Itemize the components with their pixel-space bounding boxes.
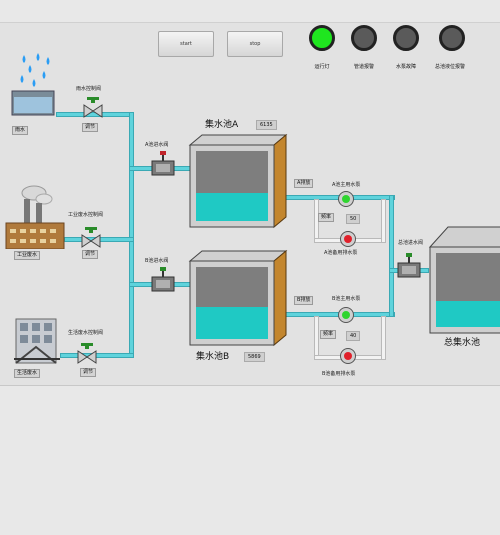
lamp-pipe-alarm bbox=[351, 25, 377, 51]
b-main-pump-icon[interactable] bbox=[338, 307, 354, 323]
factory-icon bbox=[5, 185, 65, 249]
valve-total-in-label: 总池进水阀 bbox=[398, 240, 424, 246]
b-freq-value: 40 bbox=[346, 331, 361, 341]
domestic-valve-tag: 调节 bbox=[80, 368, 97, 377]
bypass-b-return bbox=[381, 316, 386, 360]
lamp-pump-fault-label: 水泵故障 bbox=[395, 64, 416, 70]
pipe-riser bbox=[389, 195, 394, 317]
tank-a-value: 6135 bbox=[256, 120, 277, 130]
rain-valve-tag: 调节 bbox=[82, 123, 99, 132]
rain-valve-label: 雨水控制阀 bbox=[76, 86, 102, 92]
valve-total-in-icon[interactable] bbox=[396, 253, 422, 279]
tank-b bbox=[188, 249, 288, 347]
a-freq-label: 频率 bbox=[318, 213, 335, 222]
lamp-running bbox=[309, 25, 335, 51]
building-icon bbox=[14, 318, 60, 364]
valve-b-in-label: B池进水阀 bbox=[145, 258, 169, 264]
tank-total bbox=[428, 226, 500, 334]
a-backup-pump-label: A池备用排水泵 bbox=[324, 250, 358, 256]
lamp-pump-fault bbox=[393, 25, 419, 51]
lamp-pipe-alarm-label: 管道报警 bbox=[353, 64, 374, 70]
domestic-source-label: 生活废水 bbox=[14, 369, 41, 378]
start-button[interactable]: start bbox=[158, 31, 214, 57]
bypass-a-return bbox=[381, 199, 386, 243]
valve-a-in-icon[interactable] bbox=[150, 151, 176, 177]
b-main-pump-label: B池主用水泵 bbox=[332, 296, 361, 302]
bypass-b-vertical bbox=[314, 316, 319, 360]
tank-a-water bbox=[196, 193, 268, 221]
tank-b-title: 集水池B bbox=[196, 352, 230, 362]
domestic-valve-label: 生活废水控制阀 bbox=[68, 330, 104, 336]
tank-b-water bbox=[196, 307, 268, 339]
b-outlet-tag: B排放 bbox=[294, 296, 314, 305]
a-backup-pump-icon[interactable] bbox=[340, 231, 356, 247]
industrial-valve-label: 工业废水控制阀 bbox=[68, 212, 104, 218]
b-backup-pump-label: B池备用排水泵 bbox=[322, 371, 356, 377]
tank-total-water bbox=[436, 301, 500, 327]
rain-valve-icon[interactable] bbox=[82, 97, 104, 119]
valve-a-in-label: A池进水阀 bbox=[145, 142, 169, 148]
a-outlet-tag: A排放 bbox=[294, 179, 314, 188]
domestic-valve-icon[interactable] bbox=[76, 343, 98, 365]
pipe-domestic bbox=[60, 353, 134, 358]
a-main-pump-icon[interactable] bbox=[338, 191, 354, 207]
tank-a bbox=[188, 133, 288, 229]
rain-source-label: 雨水 bbox=[12, 126, 29, 135]
industrial-valve-tag: 调节 bbox=[82, 250, 99, 259]
b-backup-pump-icon[interactable] bbox=[340, 348, 356, 364]
valve-b-in-icon[interactable] bbox=[150, 267, 176, 293]
scada-panel: start stop 运行灯 管道报警 水泵故障 总池液位报警 雨水 雨水控制阀 bbox=[0, 22, 500, 386]
a-freq-value: 50 bbox=[346, 214, 361, 224]
tank-b-value: 5869 bbox=[244, 352, 265, 362]
b-freq-label: 频率 bbox=[320, 330, 337, 339]
a-main-pump-label: A池主用水泵 bbox=[332, 182, 361, 188]
industrial-valve-icon[interactable] bbox=[80, 227, 102, 249]
tank-a-title: 集水池A bbox=[205, 120, 239, 130]
pipe-collector bbox=[129, 112, 134, 357]
lamp-level-alarm bbox=[439, 25, 465, 51]
lamp-level-alarm-label: 总池液位报警 bbox=[434, 64, 465, 70]
lamp-running-label: 运行灯 bbox=[314, 64, 330, 70]
tank-total-title: 总集水池 bbox=[444, 338, 481, 348]
stop-button[interactable]: stop bbox=[227, 31, 283, 57]
rain-icon bbox=[11, 53, 55, 116]
industrial-source-label: 工业废水 bbox=[14, 251, 41, 260]
